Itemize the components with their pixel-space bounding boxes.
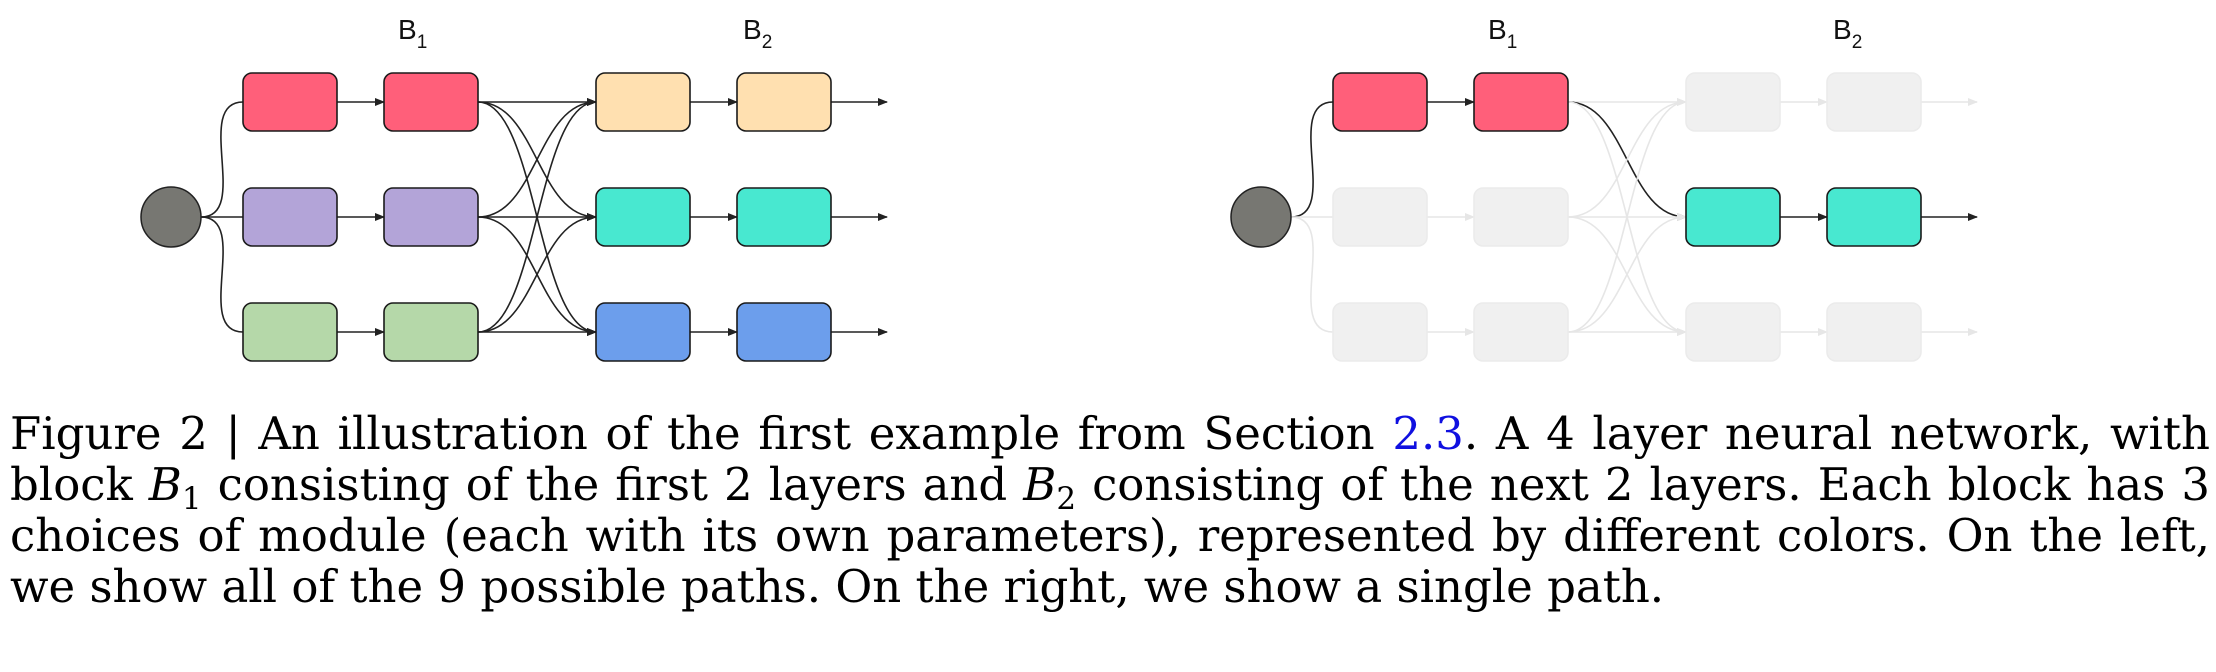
figure-caption: Figure 2 | An illustration of the first … [10,408,2210,612]
module-block2-layer2-row3 [736,302,832,362]
left-edges [200,98,888,336]
right-block-label-b1: B1 [1488,14,1517,53]
left-modules [242,72,832,362]
module-block2-layer2-row2 [736,187,832,247]
right-panel: B1 B2 [1230,14,1978,362]
input-to-b1-edge [1290,216,1334,333]
module-block2-layer1-row1 [1685,72,1781,132]
module-block2-layer2-row1 [736,72,832,132]
caption-text-part-3: consisting of the next 2 layers. Each bl… [10,458,2210,613]
block-b2-symbol: B2 [1023,458,1077,517]
right-modules [1332,72,1922,362]
block-crossover-edge [1567,98,1687,333]
block-crossover-edge [477,98,597,333]
module-block1-layer2-row3 [1473,302,1569,362]
module-block2-layer1-row1 [595,72,691,132]
section-reference-link[interactable]: 2.3 [1392,407,1464,460]
left-input-node [140,186,202,248]
right-input-node [1230,186,1292,248]
left-block-label-b2: B2 [743,14,772,53]
module-block1-layer2-row2 [383,187,479,247]
caption-prefix: Figure 2 | An illustration of the first … [10,407,1393,460]
caption-text-part-1: . A 4 layer neural network, with block [10,407,2210,511]
module-block1-layer1-row2 [242,187,338,247]
block-crossover-edge [477,213,597,333]
right-edges [1290,98,1978,336]
left-block-label-b1: B1 [398,14,427,53]
input-to-b1-edge [200,216,244,333]
network-paths-figure: B1 B2 B1 B2 [140,14,1978,362]
module-block1-layer1-row1 [1332,72,1428,132]
module-block1-layer1-row3 [242,302,338,362]
module-block2-layer2-row1 [1826,72,1922,132]
module-block1-layer2-row1 [383,72,479,132]
module-block1-layer1-row2 [1332,187,1428,247]
module-block2-layer2-row2 [1826,187,1922,247]
input-to-b1-edge [200,101,244,218]
block-crossover-edge [1567,213,1687,333]
module-block1-layer2-row3 [383,302,479,362]
right-block-label-b2: B2 [1833,14,1862,53]
module-block1-layer1-row3 [1332,302,1428,362]
module-block1-layer1-row1 [242,72,338,132]
module-block2-layer1-row2 [595,187,691,247]
block-crossover-edge [477,98,597,218]
caption-text-part-2: consisting of the first 2 layers and [201,458,1024,511]
left-panel: B1 B2 [140,14,888,362]
block-b1-symbol: B1 [148,458,202,517]
module-block2-layer1-row2 [1685,187,1781,247]
module-block2-layer2-row3 [1826,302,1922,362]
module-block2-layer1-row3 [1685,302,1781,362]
input-to-b1-edge [1290,101,1334,218]
module-block2-layer1-row3 [595,302,691,362]
block-crossover-edge [1567,98,1687,218]
module-block1-layer2-row1 [1473,72,1569,132]
module-block1-layer2-row2 [1473,187,1569,247]
